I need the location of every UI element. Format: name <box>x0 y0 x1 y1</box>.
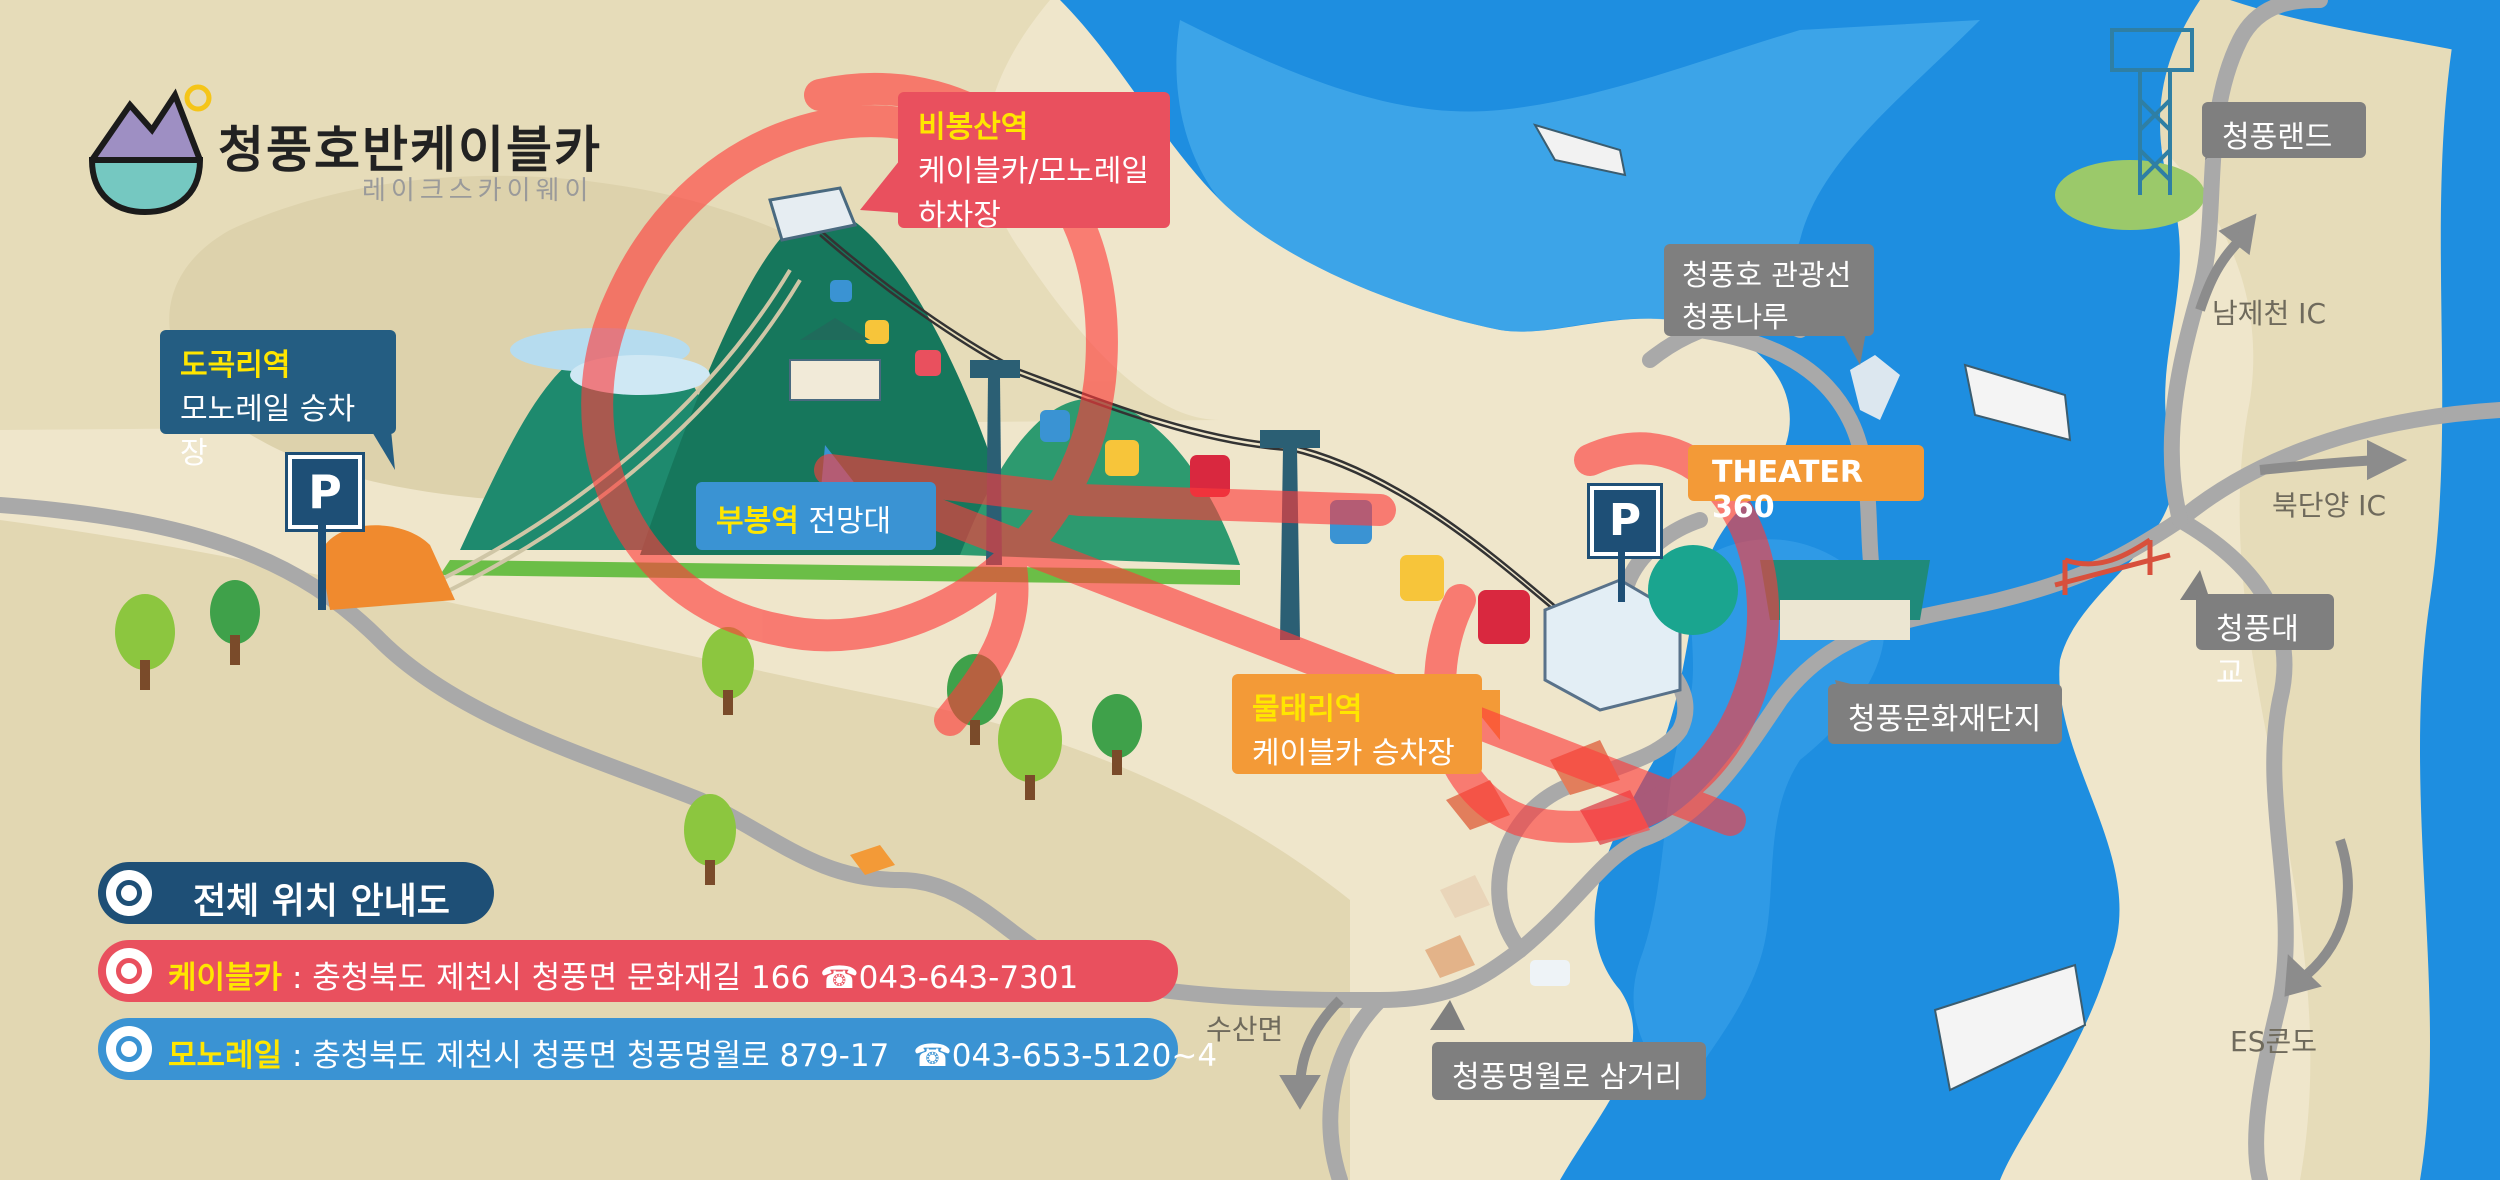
monorail-info-name: 모노레일 <box>168 1038 283 1074</box>
bubong-station-callout[interactable]: 부봉역 전망대 <box>696 482 936 550</box>
parking-sign-post <box>318 525 326 610</box>
cable-cars <box>830 280 1530 644</box>
ships <box>1532 123 2087 1092</box>
parking-sign-post-2 <box>1618 552 1625 602</box>
bibong-station-desc2: 하차장 <box>918 198 1001 233</box>
mulute-station-name: 물태리역 <box>1252 692 1363 727</box>
phone-icon: ☎ <box>819 960 859 996</box>
dogok-station-callout[interactable]: 도곡리역 모노레일 승차장 <box>160 330 396 471</box>
bungee-tower <box>2110 28 2194 195</box>
cablecar-info-address: : 충청북도 제천시 청풍면 문화재길 166 <box>282 960 811 996</box>
susan-label: 수산면 <box>1206 1013 1284 1046</box>
parking-sign-dogok: P <box>288 455 362 529</box>
monorail-info-row: 모노레일 : 충청북도 제천시 청풍면 청풍명월로 879-17 ☎043-65… <box>98 1018 1217 1080</box>
app-title: 청풍호반케이블카 <box>218 121 602 179</box>
theater-360-label[interactable]: THEATER 360 <box>1688 445 1924 525</box>
direction-arrows <box>1279 213 2408 1110</box>
monorail-track <box>439 268 802 592</box>
mulute-station-callout[interactable]: 물태리역 케이블카 승차장 <box>1232 674 1482 774</box>
intersection-label[interactable]: 청풍명월로 삼거리 <box>1432 1042 1706 1100</box>
cablecar-line <box>819 229 1561 616</box>
cheongpung-land-label[interactable]: 청풍랜드 <box>2202 102 2366 158</box>
cruise-label-line2: 청풍나루 <box>1682 300 1789 334</box>
dogok-station-name: 도곡리역 <box>180 348 291 383</box>
bukdanyang-ic-label: 북단양 IC <box>2272 489 2386 522</box>
phone-icon: ☎ <box>913 1038 952 1074</box>
target-icon <box>106 948 152 994</box>
namjecheon-ic-label: 남제천 IC <box>2212 297 2326 330</box>
es-condo-label: ES콘도 <box>2230 1025 2317 1058</box>
cablecar-info-name: 케이블카 <box>168 960 283 996</box>
bibong-station-callout[interactable]: 비봉산역 케이블카/모노레일 하차장 <box>898 92 1170 233</box>
bibong-station-name: 비봉산역 <box>918 110 1029 145</box>
target-icon <box>106 870 152 916</box>
bubong-station-desc: 전망대 <box>808 504 892 539</box>
parking-sign-mulute: P <box>1590 486 1660 556</box>
cablecar-info-row: 케이블카 : 충청북도 제천시 청풍면 문화재길 166 ☎043-643-73… <box>98 940 1178 1002</box>
cablecar-info-phone[interactable]: 043-643-7301 <box>858 960 1079 996</box>
buildings <box>320 186 1930 986</box>
bibong-station-desc1: 케이블카/모노레일 <box>918 154 1149 189</box>
monorail-info-address: : 충청북도 제천시 청풍면 청풍명월로 879-17 <box>282 1038 890 1074</box>
cheongpung-bridge-label[interactable]: 청풍대교 <box>2196 594 2334 691</box>
app-subtitle: 레이크스카이웨이 <box>362 176 594 206</box>
monorail-info-phone[interactable]: 043-653-5120~4 <box>951 1038 1218 1074</box>
cultural-complex-label[interactable]: 청풍문화재단지 <box>1828 684 2062 744</box>
bubong-station-name: 부봉역 <box>716 504 799 539</box>
mulute-station-desc: 케이블카 승차장 <box>1252 736 1455 771</box>
info-header-text: 전체 위치 안내도 <box>193 881 450 922</box>
dogok-station-desc: 모노레일 승차장 <box>180 392 356 471</box>
cruise-terminal-label[interactable]: 청풍호 관광선 청풍나루 <box>1664 244 1874 336</box>
target-icon <box>106 1026 152 1072</box>
info-header: 전체 위치 안내도 <box>98 862 494 924</box>
cruise-label-line1: 청풍호 관광선 <box>1682 258 1852 292</box>
bridge <box>2054 537 2171 595</box>
logo <box>88 84 212 216</box>
